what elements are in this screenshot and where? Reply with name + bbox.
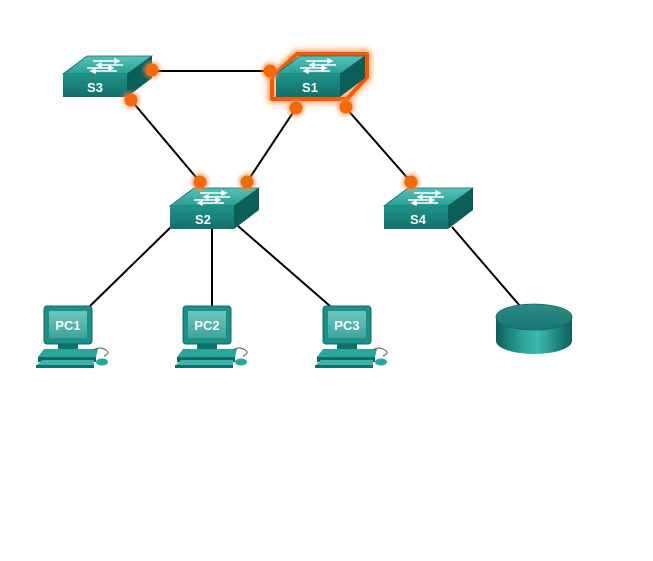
- pc-2[interactable]: PC2: [175, 305, 248, 368]
- port-dot-s2-north-right: [238, 173, 256, 191]
- pc-1[interactable]: PC1: [36, 305, 109, 368]
- port-dot-s3-south: [122, 91, 140, 109]
- port-dot-s1-south-left: [287, 99, 305, 117]
- switch-s3[interactable]: S3: [61, 55, 154, 97]
- server-cylinder-icon[interactable]: [495, 303, 573, 354]
- port-dot-s3-east: [143, 61, 161, 79]
- port-dot-s1-south-right: [337, 98, 355, 116]
- link-s3-s2: [130, 99, 201, 183]
- link-s1-s4: [345, 107, 412, 183]
- link-s4-server: [451, 226, 521, 307]
- port-dot-s4-north: [402, 173, 420, 191]
- switch-s2[interactable]: S2: [168, 187, 261, 229]
- port-dot-s2-north-left: [191, 173, 209, 191]
- link-s2-pc1: [89, 225, 173, 307]
- pc-1-label: PC1: [55, 318, 80, 333]
- switch-s4-label: S4: [410, 212, 427, 227]
- link-s2-pc3: [237, 225, 331, 307]
- pc-3[interactable]: PC3: [315, 305, 388, 368]
- pc-3-label: PC3: [334, 318, 359, 333]
- switch-s4[interactable]: S4: [382, 187, 475, 229]
- port-dot-s1-west: [261, 62, 279, 80]
- switch-s1[interactable]: S1: [274, 55, 367, 97]
- switch-s1-label: S1: [302, 80, 318, 95]
- switch-s2-label: S2: [195, 212, 211, 227]
- link-s1-s2: [246, 107, 297, 183]
- switch-s3-label: S3: [87, 80, 103, 95]
- pc-2-label: PC2: [194, 318, 219, 333]
- port-dots: [122, 61, 420, 191]
- links: [89, 70, 521, 307]
